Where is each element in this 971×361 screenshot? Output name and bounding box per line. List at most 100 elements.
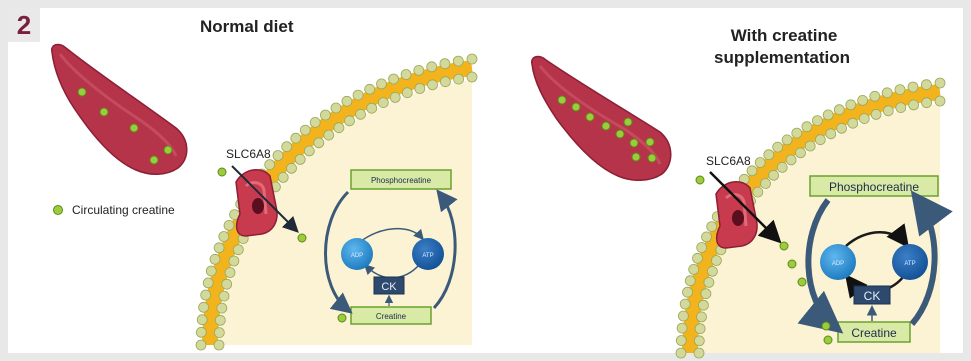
membrane-head-bead	[265, 160, 275, 170]
membrane-head-bead	[320, 110, 330, 120]
membrane-head-bead	[922, 98, 932, 108]
membrane-head-bead	[214, 243, 224, 253]
right-atp-label: ATP	[904, 261, 915, 267]
membrane-head-bead	[414, 65, 424, 75]
membrane-head-bead	[859, 114, 869, 124]
legend-creatine-dot	[54, 206, 63, 215]
membrane-head-bead	[295, 154, 305, 164]
membrane-head-bead	[815, 135, 825, 145]
membrane-head-bead	[802, 122, 812, 132]
membrane-head-bead	[676, 336, 686, 346]
membrane-head-bead	[467, 72, 477, 82]
membrane-head-bead	[883, 106, 893, 116]
membrane-head-bead	[324, 130, 334, 140]
membrane-head-bead	[704, 277, 714, 287]
left-creatine-label: Creatine	[376, 312, 407, 321]
membrane-head-bead	[695, 324, 705, 334]
membrane-head-bead	[796, 148, 806, 158]
membrane-head-bead	[689, 264, 699, 274]
right-transporter-label: SLC6A8	[706, 154, 751, 168]
membrane-head-bead	[467, 54, 477, 64]
membrane-head-bead	[753, 187, 763, 197]
membrane-head-bead	[314, 138, 324, 148]
membrane-head-bead	[764, 150, 774, 160]
membrane-head-bead	[896, 103, 906, 113]
membrane-head-bead	[935, 78, 945, 88]
membrane-head-bead	[935, 96, 945, 106]
membrane-head-bead	[229, 256, 239, 266]
membrane-head-bead	[680, 299, 690, 309]
right-title-line1: With creatine	[731, 26, 838, 45]
left-cycle-creatine-dot	[338, 314, 346, 322]
membrane-head-bead	[196, 327, 206, 337]
membrane-head-bead	[697, 312, 707, 322]
membrane-head-bead	[707, 266, 717, 276]
membrane-head-bead	[895, 85, 905, 95]
membrane-head-bead	[440, 77, 450, 87]
membrane-head-bead	[678, 311, 688, 321]
membrane-head-bead	[823, 110, 833, 120]
membrane-head-bead	[197, 315, 207, 325]
membrane-head-bead	[199, 302, 209, 312]
right-cycle-creatine-dot-1	[822, 322, 830, 330]
right-cycle-creatine-dot-2	[824, 336, 832, 344]
membrane-head-bead	[345, 116, 355, 126]
membrane-head-bead	[697, 243, 707, 253]
membrane-head-bead	[377, 79, 387, 89]
membrane-head-bead	[870, 91, 880, 101]
membrane-head-bead	[334, 123, 344, 133]
membrane-head-bead	[837, 123, 847, 133]
legend-label: Circulating creatine	[72, 203, 175, 217]
membrane-head-bead	[858, 95, 868, 105]
membrane-head-bead	[390, 92, 400, 102]
membrane-head-bead	[921, 80, 931, 90]
membrane-head-bead	[848, 118, 858, 128]
membrane-head-bead	[834, 105, 844, 115]
right-outside-creatine-dot	[696, 176, 704, 184]
membrane-head-bead	[711, 256, 721, 266]
membrane-head-bead	[454, 74, 464, 84]
left-slc6a8-transporter	[236, 170, 277, 236]
right-panel: With creatine supplementation	[532, 26, 945, 358]
membrane-head-bead	[694, 348, 704, 358]
membrane-head-bead	[389, 74, 399, 84]
membrane-head-bead	[755, 158, 765, 168]
left-atp-label: ATP	[422, 253, 433, 259]
membrane-head-bead	[402, 88, 412, 98]
membrane-head-bead	[365, 84, 375, 94]
membrane-head-bead	[225, 268, 235, 278]
membrane-head-bead	[676, 348, 686, 358]
membrane-head-bead	[201, 290, 211, 300]
membrane-head-bead	[291, 133, 301, 143]
right-creatine-label: Creatine	[851, 326, 897, 340]
membrane-head-bead	[215, 315, 225, 325]
membrane-head-bead	[304, 146, 314, 156]
membrane-head-bead	[707, 222, 717, 232]
membrane-head-bead	[203, 278, 213, 288]
membrane-head-bead	[826, 129, 836, 139]
membrane-head-bead	[206, 266, 216, 276]
membrane-head-bead	[415, 84, 425, 94]
membrane-head-bead	[694, 336, 704, 346]
membrane-head-bead	[909, 100, 919, 110]
membrane-head-bead	[812, 116, 822, 126]
membrane-head-bead	[683, 287, 693, 297]
membrane-head-bead	[427, 62, 437, 72]
membrane-head-bead	[353, 90, 363, 100]
membrane-head-bead	[224, 220, 234, 230]
left-panel: Normal diet Circulating creatine	[52, 17, 477, 350]
left-blood-vessel	[52, 45, 187, 175]
membrane-head-bead	[792, 128, 802, 138]
right-ck-label: CK	[864, 289, 881, 303]
membrane-head-bead	[677, 323, 687, 333]
membrane-head-bead	[428, 80, 438, 90]
membrane-head-bead	[342, 96, 352, 106]
membrane-head-bead	[196, 340, 206, 350]
membrane-head-bead	[846, 100, 856, 110]
membrane-head-bead	[702, 232, 712, 242]
membrane-head-bead	[310, 117, 320, 127]
membrane-head-bead	[278, 172, 288, 182]
membrane-head-bead	[367, 103, 377, 113]
